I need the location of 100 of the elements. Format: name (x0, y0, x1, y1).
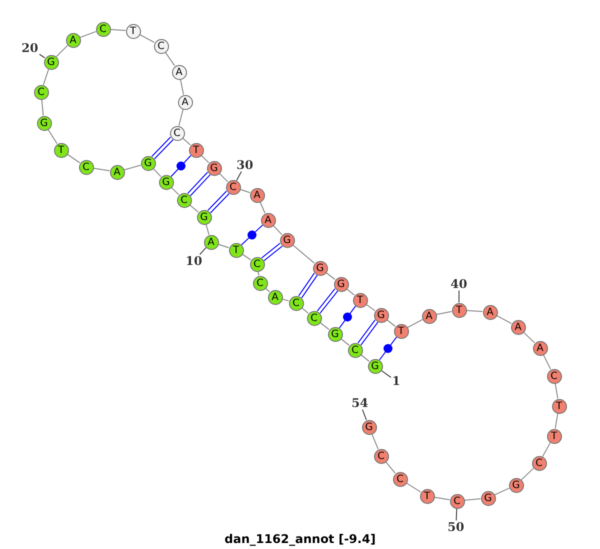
backbone-line (554, 382, 558, 400)
nucleotide-circle: A (260, 212, 276, 228)
nucleotide-circle: C (392, 472, 408, 486)
backbone-line (522, 332, 536, 344)
backbone-line (340, 338, 350, 346)
backbone-line (554, 412, 558, 430)
backbone-line (56, 44, 68, 58)
backbone-line (110, 29, 126, 31)
backbone-line (164, 52, 176, 66)
nucleotide-circle: G (158, 174, 174, 190)
backbone-line (520, 468, 534, 480)
nucleotide-circle: T (352, 292, 368, 308)
position-number: 1 (392, 374, 400, 388)
backbone-line (80, 31, 96, 38)
backbone-line (366, 304, 376, 312)
nucleotide-circle: C (306, 310, 322, 326)
leader-line (456, 508, 458, 521)
backbone-line (178, 108, 184, 126)
backbone-line (42, 68, 50, 86)
backbone-line (240, 188, 250, 194)
backbone-line (139, 34, 155, 43)
leader-line (236, 171, 242, 181)
backbone-line (542, 442, 551, 457)
nucleotide-circle: A (482, 304, 498, 320)
nucleotide-circle: C (348, 342, 362, 358)
backbone-line (189, 204, 199, 213)
position-number: 40 (450, 278, 468, 290)
base-pair-line (298, 272, 318, 298)
nucleotide-circle: T (394, 324, 408, 338)
nucleotide-circle: G (328, 326, 342, 342)
base-pair-line (338, 306, 356, 328)
base-pair-line (240, 224, 264, 246)
nucleotide-circle: C (250, 256, 264, 272)
nucleotide-circle: A (110, 164, 124, 180)
backbone-line (494, 488, 510, 496)
nucleotide-circle: T (452, 302, 466, 318)
backbone-line (170, 186, 180, 196)
base-pair-line (261, 242, 283, 262)
nucleotide-circle: A (268, 290, 282, 304)
nucleotide-circle: G (374, 308, 388, 322)
base-pair-line (358, 319, 378, 346)
nucleotide-circle: G (334, 276, 348, 292)
nucleotide-circle: G (36, 116, 52, 130)
backbone-line (218, 172, 228, 182)
backbone-line (182, 138, 191, 146)
nucleotide-circle: C (288, 296, 304, 310)
backbone-line (48, 128, 58, 144)
nucleotide-circle: G (368, 358, 382, 374)
backbone-line (292, 244, 315, 264)
base-pair-line (316, 288, 338, 314)
nucleotide-circle: C (546, 368, 562, 384)
backbone-line (260, 201, 266, 214)
nucleotide-circle: A (532, 340, 548, 356)
leader-line (199, 247, 206, 255)
backbone-line (434, 496, 450, 500)
nucleotide-circle: T (420, 488, 434, 504)
caption: dan_1162_annot [-9.4] (224, 532, 376, 546)
nucleotide-circle: A (250, 188, 264, 202)
nucleotide-circle: C (532, 456, 546, 470)
nucleotide-circle: G (312, 260, 328, 276)
backbone-line (360, 354, 370, 362)
nucleotide-circle: A (510, 320, 526, 334)
backbone-line (218, 244, 230, 248)
backbone-line (371, 433, 379, 450)
backbone-line (407, 319, 423, 328)
nucleotide-circle: T (126, 24, 140, 38)
nucleotide-circle: G (140, 156, 156, 170)
backbone-line (152, 168, 162, 178)
nucleotide-circle: C (96, 22, 110, 36)
backbone-line (124, 164, 142, 170)
nucleotide-circle: G (206, 160, 222, 176)
base-pair-line (207, 190, 230, 214)
nucleotide-circle: A (422, 308, 436, 324)
backbone-line (496, 315, 512, 324)
base-pair-line (187, 172, 211, 196)
backbone-line (386, 319, 396, 327)
nucleotide-circle: C (226, 180, 240, 194)
backbone-line (200, 154, 210, 164)
position-number: 20 (22, 42, 38, 54)
nucleotide-circle: G (44, 54, 58, 70)
nucleotide-circle: C (252, 276, 268, 290)
position-number: 30 (236, 158, 254, 172)
backbone-line (92, 168, 110, 172)
nucleotide-circle: G (280, 232, 294, 248)
nucleotide-circle: C (170, 126, 184, 140)
backbone-line (346, 288, 355, 296)
nucleotide-circle: G (480, 490, 496, 506)
nucleotide-circle: T (54, 142, 68, 158)
backbone-line (542, 354, 552, 370)
nucleotide-circle: C (78, 160, 94, 174)
nucleotide-circle: C (154, 38, 168, 54)
backbone-line (242, 254, 252, 260)
backbone-line (301, 307, 309, 314)
backbone-line (406, 482, 422, 492)
backbone-line (66, 154, 80, 164)
position-number: 50 (448, 520, 464, 534)
nucleotide-circle: C (176, 192, 192, 208)
nucleotide-circle: G (196, 210, 212, 224)
backbone-line (319, 322, 330, 330)
nucleotide-circle: T (546, 428, 562, 444)
